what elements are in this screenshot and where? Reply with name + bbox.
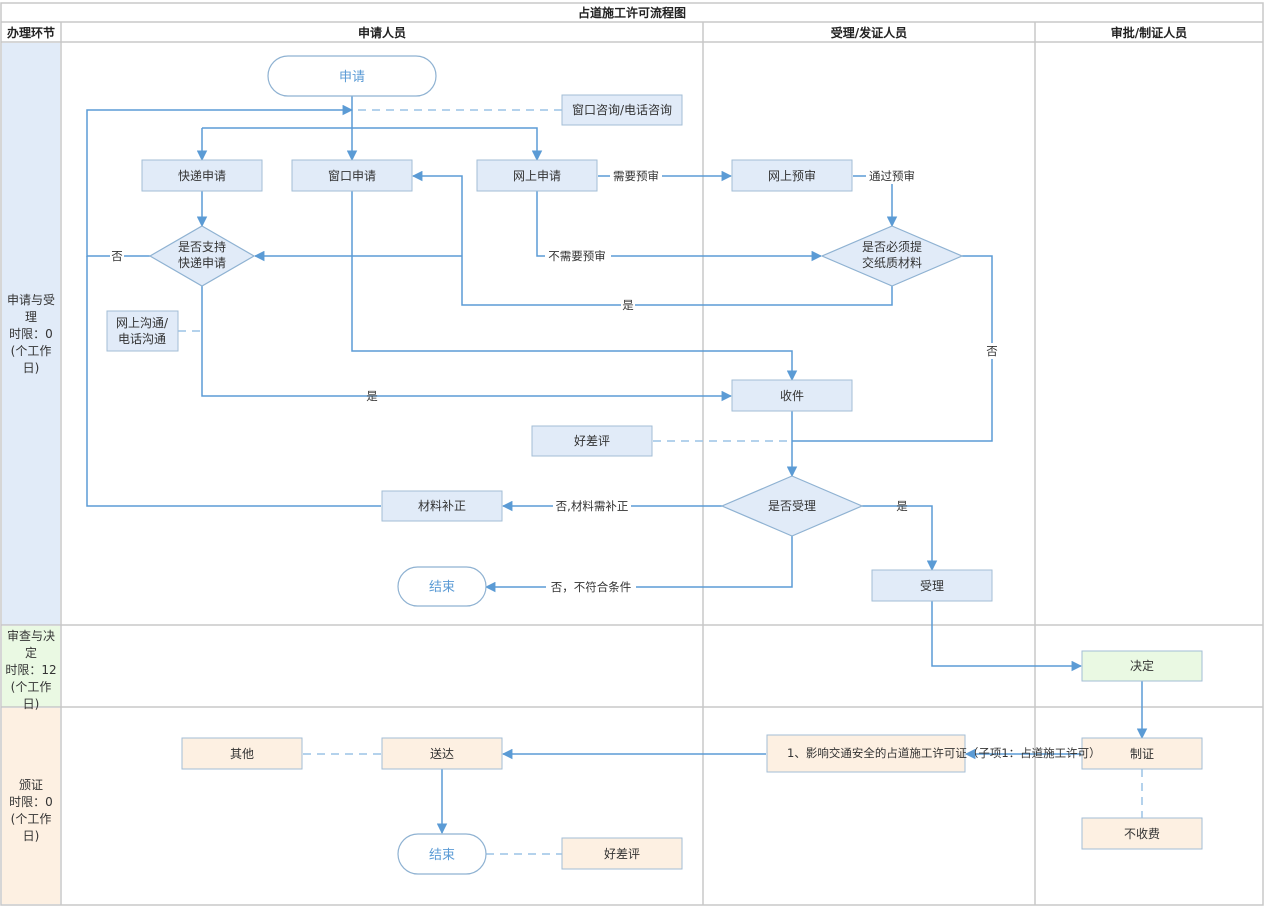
online-comm-line2: 电话沟通 (118, 332, 166, 346)
nofee-node[interactable] (1081, 817, 1203, 850)
other-node[interactable] (181, 737, 303, 770)
supplement-node[interactable] (381, 490, 503, 522)
consult-node[interactable] (561, 94, 683, 126)
stage-line: (个工作 (11, 812, 52, 826)
issue-node[interactable] (1081, 737, 1203, 770)
stage-line: (个工作 (11, 680, 52, 694)
receive-node[interactable] (731, 379, 853, 412)
stage-line: 时限：0 (9, 327, 53, 341)
flow-arrows (86, 96, 1148, 835)
stage-line: 颁证 (19, 777, 43, 792)
end-node-1[interactable] (397, 566, 487, 607)
other-label: 其他 (230, 747, 254, 761)
stage-line: 申请与受 (7, 293, 55, 307)
stage-line: 理 (25, 310, 37, 324)
nofee-label: 不收费 (1124, 827, 1160, 841)
receive-label: 收件 (780, 389, 804, 403)
label-need-prereview: 需要预审 (613, 169, 659, 183)
label-express-no: 否 (111, 249, 123, 263)
stage-line: 时限：12 (5, 663, 56, 677)
accept-decision-label: 是否受理 (768, 499, 816, 513)
deliver-node[interactable] (381, 737, 503, 770)
stage-label-review: 审查与决 定 时限：12 (个工作 日) (5, 628, 56, 711)
arrow-accept-yes (862, 505, 938, 572)
label-no-prereview: 不需要预审 (548, 249, 606, 263)
stage-line: 审查与决 (7, 628, 55, 643)
diagram-title: 占道施工许可流程图 (578, 5, 686, 20)
arrow-window-to-receive (351, 191, 798, 382)
paper-required-decision[interactable] (820, 225, 964, 287)
start-apply-node[interactable] (267, 55, 437, 97)
label-no-end: 否，不符合条件 (551, 580, 632, 594)
stage-label-issue: 颁证 时限：0 (个工作 日) (9, 777, 53, 843)
arrow-accept-to-decide (931, 601, 1083, 672)
license-label: 1、影响交通安全的占道施工许可证（子项1：占道施工许可） (787, 746, 1101, 760)
arrow-paper-yes-window (411, 170, 893, 306)
stage-line: 日) (23, 829, 40, 843)
license-node[interactable] (766, 734, 966, 773)
supplement-label: 材料补正 (418, 499, 466, 513)
accept-decision[interactable] (720, 475, 864, 537)
deliver-label: 送达 (430, 746, 454, 761)
stage-label-apply: 申请与受 理 时限：0 (个工作 日) (7, 293, 55, 375)
dashed-links (178, 109, 1143, 855)
online-apply-node[interactable] (476, 159, 598, 192)
rating-node-1[interactable] (531, 425, 653, 457)
issue-label: 制证 (1130, 747, 1154, 761)
decide-node[interactable] (1081, 650, 1203, 682)
rating-label-1: 好差评 (574, 434, 610, 448)
label-pass-prereview: 通过预审 (869, 169, 915, 183)
paper-required-line1: 是否必须提 (862, 239, 922, 254)
paper-required-line2: 交纸质材料 (862, 255, 922, 270)
end-label-1: 结束 (429, 580, 455, 595)
consult-label: 窗口咨询/电话咨询 (572, 102, 672, 117)
accept-node[interactable] (871, 569, 993, 602)
label-paper-no: 否 (986, 344, 998, 358)
start-apply-label: 申请 (339, 70, 365, 85)
header-stage: 办理环节 (7, 25, 55, 40)
header-approver: 审批/制证人员 (1111, 25, 1187, 40)
stage-line: 日) (23, 361, 40, 375)
stage-line: 日) (23, 697, 40, 711)
express-apply-node[interactable] (141, 159, 263, 192)
arrow-express-yes-receive (201, 286, 733, 402)
arrow-branch-online (202, 127, 543, 162)
stage-line: 时限：0 (9, 795, 53, 809)
label-accept-yes: 是 (896, 499, 908, 513)
online-apply-label: 网上申请 (513, 169, 561, 183)
rating-node-2[interactable] (561, 837, 683, 870)
arrow-supplement-loop (86, 256, 381, 507)
decide-label: 决定 (1130, 658, 1154, 673)
express-support-decision[interactable] (148, 225, 256, 287)
window-apply-node[interactable] (291, 159, 413, 192)
end-node-2[interactable] (397, 833, 487, 875)
header-acceptor: 受理/发证人员 (831, 25, 907, 40)
arrow-accept-no-end (484, 536, 793, 593)
label-paper-yes: 是 (622, 298, 634, 312)
stage-line: 定 (25, 645, 37, 660)
online-comm-node[interactable] (106, 310, 179, 352)
label-express-yes: 是 (366, 389, 378, 403)
end-label-2: 结束 (429, 848, 455, 863)
online-comm-line1: 网上沟通/ (116, 316, 169, 330)
express-support-line1: 是否支持 (178, 239, 226, 254)
prereview-label: 网上预审 (768, 168, 816, 183)
rating-label-2: 好差评 (604, 847, 640, 861)
express-support-line2: 快递申请 (178, 256, 226, 270)
window-apply-label: 窗口申请 (328, 169, 376, 183)
accept-label: 受理 (920, 579, 944, 593)
prereview-node[interactable] (731, 159, 853, 192)
header-applicant: 申请人员 (358, 25, 406, 40)
stage-line: (个工作 (11, 344, 52, 358)
arrow-online-to-paper (536, 191, 823, 262)
express-apply-label: 快递申请 (178, 169, 226, 183)
label-no-supplement: 否,材料需补正 (556, 499, 629, 513)
